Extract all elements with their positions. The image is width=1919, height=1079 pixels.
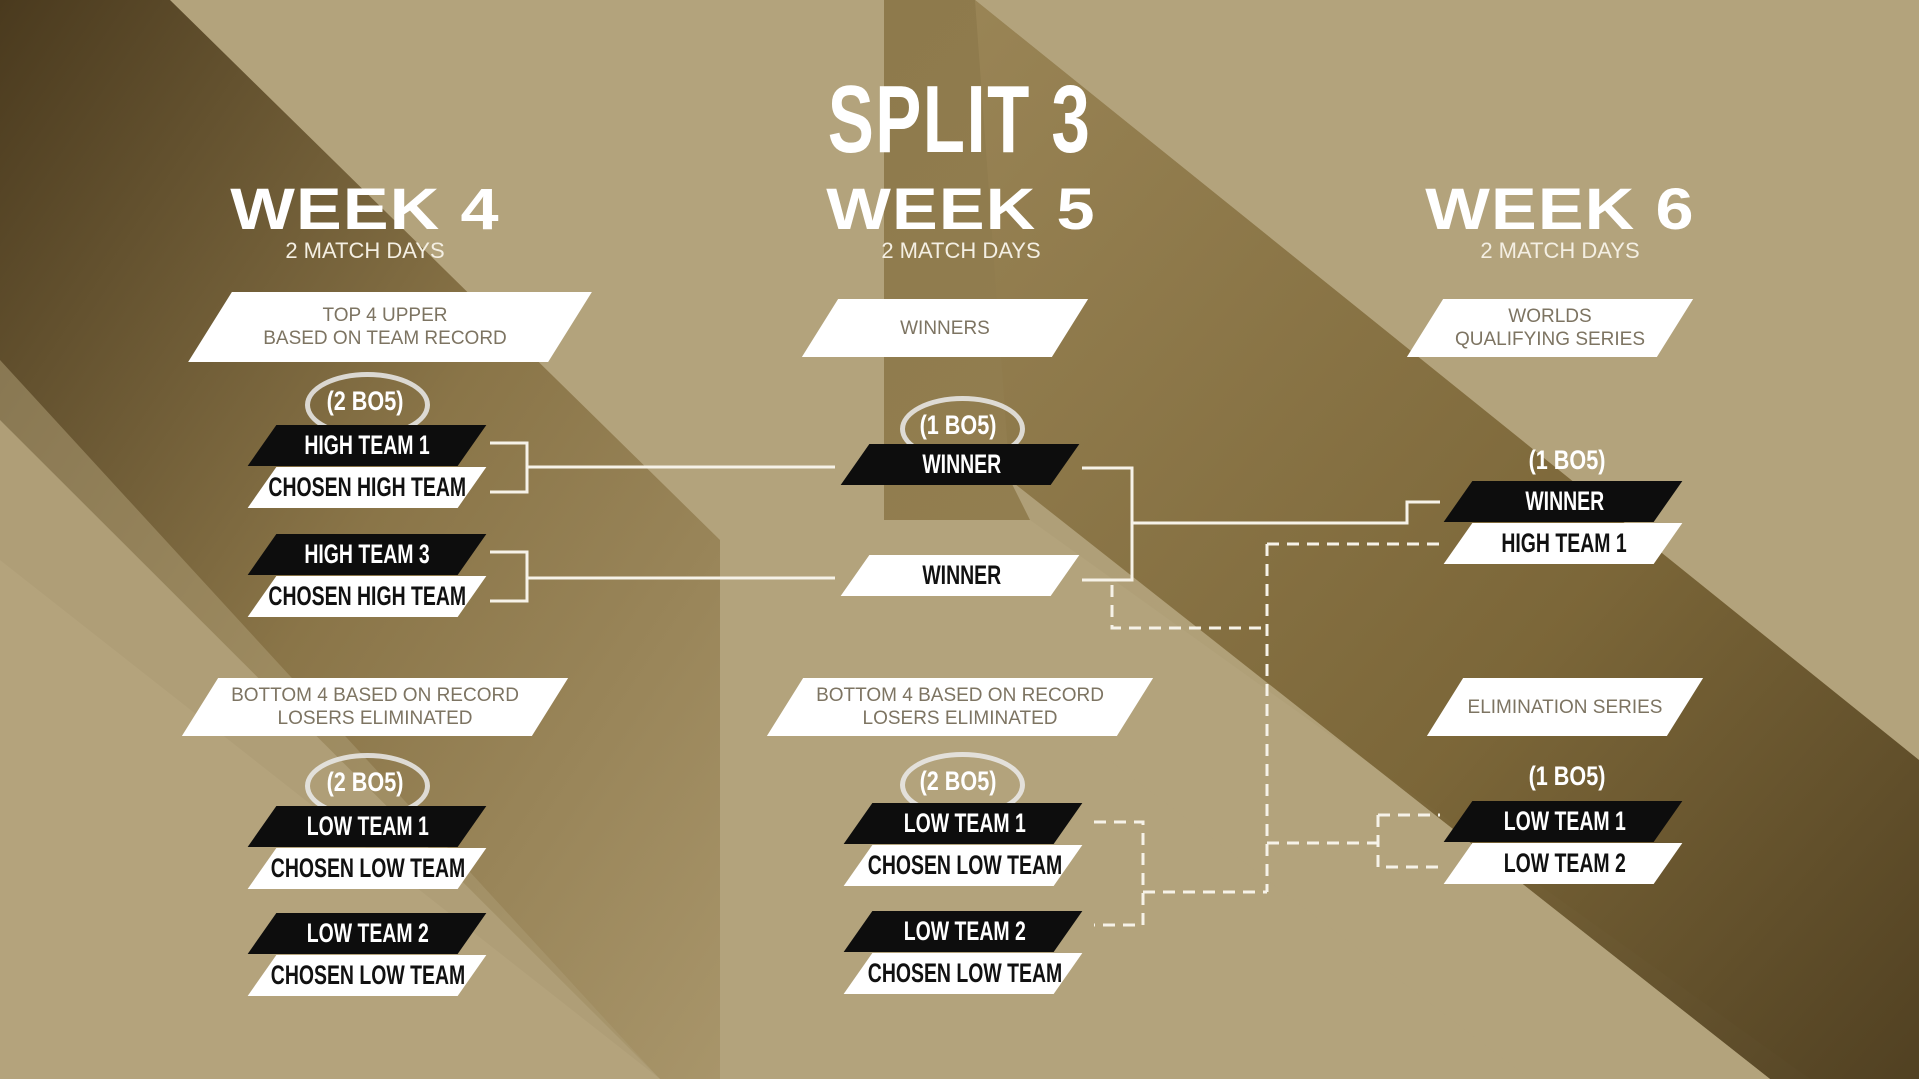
team-label: WINNER — [1525, 486, 1604, 516]
week-6-title: WEEK 6 — [1425, 177, 1695, 242]
team-label: CHOSEN HIGH TEAM — [268, 581, 467, 611]
team-label: LOW TEAM 2 — [1503, 848, 1626, 878]
week-5-title: WEEK 5 — [826, 177, 1096, 242]
team-label: LOW TEAM 2 — [306, 918, 429, 948]
team-label: CHOSEN LOW TEAM — [270, 853, 465, 883]
team-label: HIGH TEAM 1 — [304, 430, 431, 460]
week-5-lower-label: BOTTOM 4 BASED ON RECORD LOSERS ELIMINAT… — [816, 685, 1104, 729]
week-5-lower-series: (2 BO5) — [919, 766, 997, 796]
team-label: LOW TEAM 2 — [903, 916, 1026, 946]
team-label: LOW TEAM 1 — [903, 808, 1026, 838]
week-4-upper-series: (2 BO5) — [326, 386, 404, 416]
team-label: WINNER — [922, 449, 1001, 479]
week-4-title: WEEK 4 — [230, 177, 500, 242]
week-5-upper-series: (1 BO5) — [919, 410, 997, 440]
week-5-subtitle: 2 MATCH DAYS — [881, 238, 1041, 263]
week-4-upper-label: TOP 4 UPPER BASED ON TEAM RECORD — [263, 305, 507, 349]
week-4-lower-label: BOTTOM 4 BASED ON RECORD LOSERS ELIMINAT… — [231, 685, 519, 729]
team-label: LOW TEAM 1 — [1503, 806, 1626, 836]
team-label: LOW TEAM 1 — [306, 811, 429, 841]
week-6-upper-label: WORLDS QUALIFYING SERIES — [1454, 306, 1646, 350]
team-label: CHOSEN LOW TEAM — [270, 960, 465, 990]
week-4-subtitle: 2 MATCH DAYS — [285, 238, 445, 263]
week-6-lower-label: ELIMINATION SERIES — [1467, 696, 1663, 718]
week-6-lower-series: (1 BO5) — [1528, 761, 1606, 791]
team-label: CHOSEN LOW TEAM — [867, 850, 1062, 880]
team-label: HIGH TEAM 1 — [1501, 528, 1628, 558]
team-label: CHOSEN LOW TEAM — [867, 958, 1062, 988]
week-5-upper-label: WINNERS — [900, 317, 990, 339]
week-6-subtitle: 2 MATCH DAYS — [1480, 238, 1640, 263]
page-title: SPLIT 3 — [827, 66, 1092, 173]
team-label: WINNER — [922, 560, 1001, 590]
team-label: CHOSEN HIGH TEAM — [268, 472, 467, 502]
team-label: HIGH TEAM 3 — [304, 539, 431, 569]
week-6-upper-series: (1 BO5) — [1528, 445, 1606, 475]
week-4-lower-series: (2 BO5) — [326, 767, 404, 797]
